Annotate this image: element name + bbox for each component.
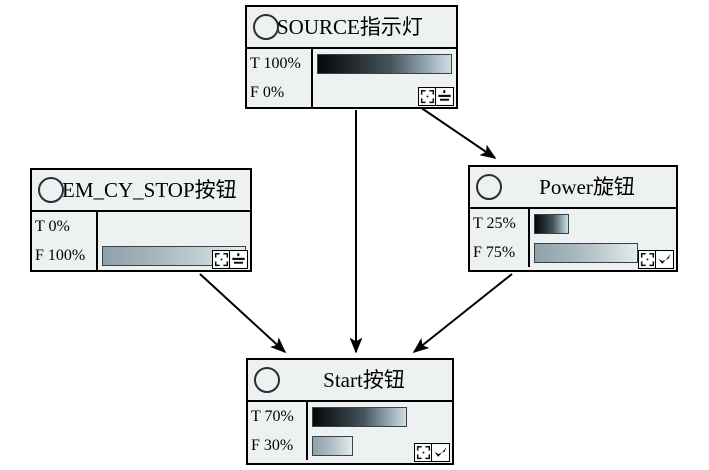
edge-emcystop-to-start (199, 273, 287, 354)
bar-power-f (534, 242, 638, 263)
node-header-em_cy_stop[interactable]: EM_CY_STOP按钮 (32, 170, 250, 212)
node-title-power: Power旋钮 (539, 175, 635, 199)
bar-row-source-t (313, 49, 456, 78)
node-header-start[interactable]: Start按钮 (248, 360, 452, 402)
node-power[interactable]: Power旋钮 T 25% F 75% (468, 165, 678, 272)
row-labels-em_cy_stop: T 0% F 100% (32, 212, 98, 270)
row-label-em_cy_stop-t: T 0% (35, 217, 70, 235)
node-body-start: T 70% F 30% (248, 402, 452, 460)
row-bars-power (530, 209, 676, 267)
node-title-start: Start按钮 (323, 368, 405, 392)
resize-icon[interactable] (413, 443, 433, 462)
node-header-source[interactable]: SOURCE指示灯 (247, 7, 456, 49)
row-label-power-t: T 25% (473, 214, 516, 232)
bar-row-power-f (530, 238, 676, 267)
row-bars-source (313, 49, 456, 107)
row-label-source-f: F 0% (250, 83, 285, 101)
bar-source-t (317, 53, 452, 74)
corner-icons-em_cy_stop (211, 250, 248, 269)
node-body-em_cy_stop: T 0% F 100% (32, 212, 250, 270)
bar-row-start-f (308, 431, 452, 460)
node-start[interactable]: Start按钮 T 70% F 30% (246, 358, 454, 465)
bar-row-power-t (530, 209, 676, 238)
node-header-power[interactable]: Power旋钮 (470, 167, 676, 209)
row-label-em_cy_stop-f: F 100% (35, 246, 86, 264)
row-label-power-f: F 75% (473, 243, 516, 261)
row-label-start-t: T 70% (251, 407, 294, 425)
node-body-power: T 25% F 75% (470, 209, 676, 267)
resize-icon[interactable] (417, 87, 437, 106)
row-bars-start (308, 402, 452, 460)
node-body-source: T 100% F 0% (247, 49, 456, 107)
bar-start-f (312, 435, 353, 456)
node-source[interactable]: SOURCE指示灯 T 100% F 0% (245, 5, 458, 109)
corner-icons-start (413, 443, 450, 462)
circle-icon[interactable] (38, 177, 64, 203)
check-icon[interactable] (655, 250, 674, 269)
row-labels-start: T 70% F 30% (248, 402, 308, 460)
bar-row-em_cy_stop-t (98, 212, 250, 241)
circle-icon[interactable] (476, 174, 502, 200)
circle-icon[interactable] (253, 14, 279, 40)
corner-icons-power (637, 250, 674, 269)
resize-icon[interactable] (211, 250, 231, 269)
bar-start-t (312, 406, 408, 427)
bar-row-start-t (308, 402, 452, 431)
row-labels-power: T 25% F 75% (470, 209, 530, 267)
bar-power-t (534, 213, 569, 234)
edge-power-to-start (412, 273, 513, 353)
edge-source-to-power (419, 106, 497, 159)
row-label-source-t: T 100% (250, 54, 301, 72)
node-em_cy_stop[interactable]: EM_CY_STOP按钮 T 0% F 100% (30, 168, 252, 272)
menu-icon[interactable] (229, 250, 248, 269)
circle-icon[interactable] (254, 367, 280, 393)
menu-icon[interactable] (435, 87, 454, 106)
resize-icon[interactable] (637, 250, 657, 269)
node-title-source: SOURCE指示灯 (277, 15, 423, 39)
row-label-start-f: F 30% (251, 436, 294, 454)
check-icon[interactable] (431, 443, 450, 462)
row-labels-source: T 100% F 0% (247, 49, 313, 107)
node-title-em_cy_stop: EM_CY_STOP按钮 (62, 178, 237, 202)
corner-icons-source (417, 87, 454, 106)
